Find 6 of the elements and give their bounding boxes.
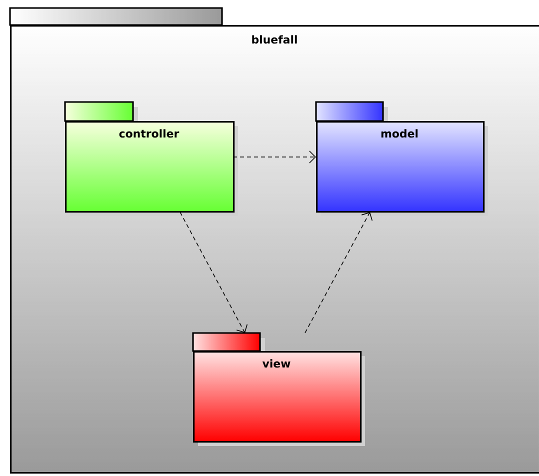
dependency-arrow [180,212,248,333]
package-box: view [192,332,365,446]
dependency-arrow [304,212,373,334]
package-box: model [315,101,488,216]
package-box: controller [64,101,238,216]
dependency-arrow [232,150,316,164]
